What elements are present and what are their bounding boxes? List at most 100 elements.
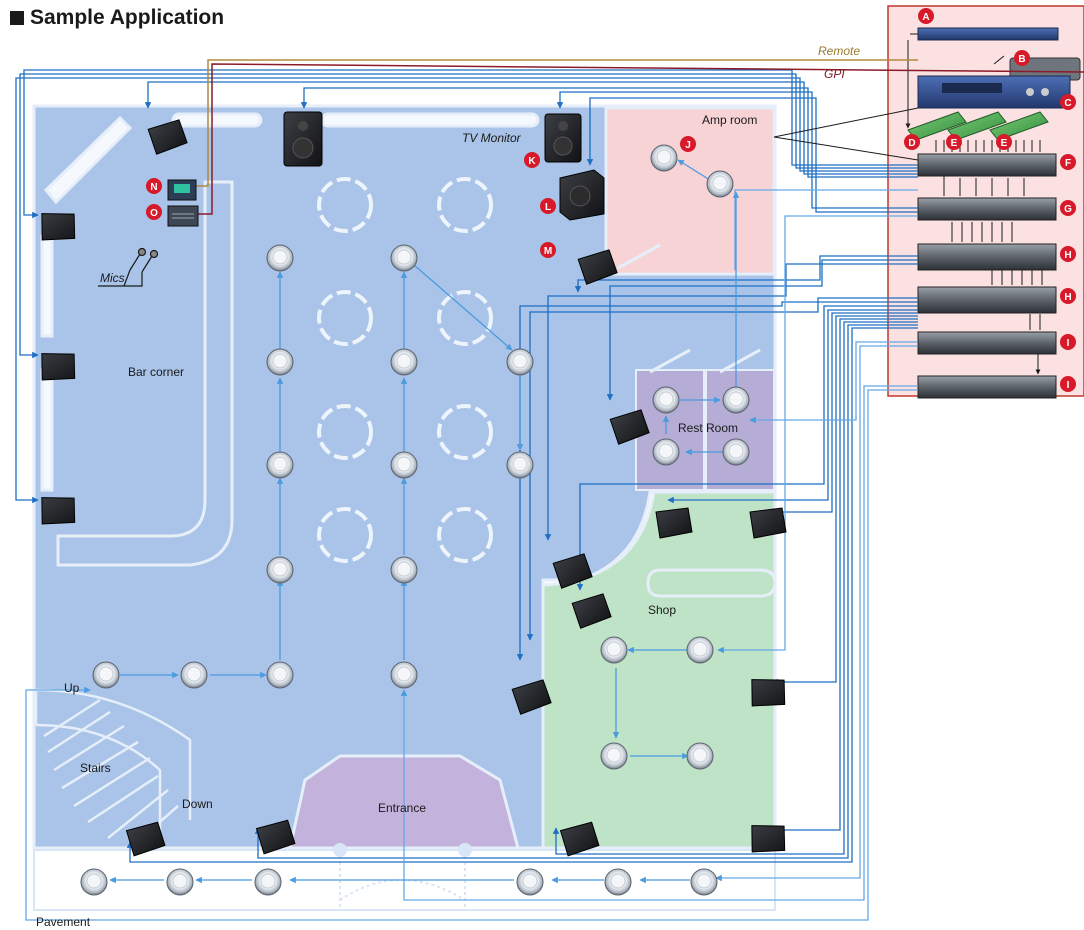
- floor-speaker-k: [544, 113, 582, 163]
- wall-speaker-icon: [655, 507, 693, 539]
- device-i2-amp: [917, 375, 1057, 399]
- marker-i1-label: I: [1067, 338, 1070, 349]
- marker-o: O: [146, 204, 162, 220]
- tables: [317, 177, 493, 563]
- wall-speaker-icon: [751, 679, 786, 707]
- marker-h1-label: H: [1064, 250, 1071, 261]
- ceiling-speaker-icon: [254, 868, 282, 896]
- wall-speaker-icon: [41, 213, 76, 241]
- ceiling-speaker-icon: [506, 451, 534, 479]
- ceiling-speaker-links: [109, 159, 740, 884]
- marker-n: N: [146, 178, 162, 194]
- marker-h2: H: [1060, 288, 1076, 304]
- ceiling-speaker-icon: [166, 868, 194, 896]
- ceiling-speaker-icon: [266, 348, 294, 376]
- device-h2-amp: [917, 286, 1057, 314]
- wall-speaker-icon: [125, 821, 166, 857]
- marker-n-label: N: [150, 182, 157, 193]
- ceiling-speaker-icon: [652, 438, 680, 466]
- marker-l-label: L: [545, 202, 551, 213]
- marker-d: D: [904, 134, 920, 150]
- wall-speaker-icon: [559, 821, 600, 857]
- marker-h1: H: [1060, 246, 1076, 262]
- remote-line: [196, 59, 918, 187]
- ceiling-speaker-icon: [390, 556, 418, 584]
- marker-c: C: [1060, 94, 1076, 110]
- marker-j-label: J: [685, 140, 691, 151]
- remote-controller-n: [167, 179, 197, 201]
- ceiling-speaker-icon: [686, 636, 714, 664]
- device-e2-card: [989, 111, 1049, 141]
- label-bar-corner: Bar corner: [128, 365, 184, 379]
- wall-speaker-icon: [255, 819, 296, 855]
- device-h1-amp: [917, 243, 1057, 271]
- ceiling-speaker-icon: [722, 438, 750, 466]
- marker-g: G: [1060, 200, 1076, 216]
- marker-m-label: M: [544, 246, 552, 257]
- label-gpi: GPI: [824, 67, 845, 81]
- wall-speaker-icon: [147, 119, 188, 155]
- floor-speaker-main: [283, 111, 323, 167]
- ceiling-speaker-icon: [266, 556, 294, 584]
- marker-l: L: [540, 198, 556, 214]
- label-down: Down: [182, 797, 213, 811]
- label-rest-room: Rest Room: [678, 421, 738, 435]
- ceiling-speaker-icon: [390, 348, 418, 376]
- ceiling-speaker-icon: [600, 636, 628, 664]
- title-square-icon: [10, 11, 24, 25]
- wall-speaker-icon: [751, 825, 786, 853]
- ceiling-speaker-icon: [80, 868, 108, 896]
- wall-speaker-icon: [749, 507, 787, 539]
- marker-d-label: D: [908, 138, 915, 149]
- label-up: Up: [64, 681, 80, 695]
- marker-k: K: [524, 152, 540, 168]
- label-stairs: Stairs: [80, 761, 111, 775]
- ceiling-speaker-icon: [92, 661, 120, 689]
- subwoofer-l: [559, 169, 605, 221]
- ceiling-speaker-icon: [266, 661, 294, 689]
- marker-i2-label: I: [1067, 380, 1070, 391]
- wall-speaker-icon: [41, 497, 76, 525]
- mics-icon: [98, 247, 159, 287]
- marker-e1-label: E: [951, 138, 958, 149]
- marker-g-label: G: [1064, 204, 1072, 215]
- ceiling-speaker-icon: [604, 868, 632, 896]
- equipment-rack-panel: [887, 5, 1084, 399]
- marker-o-label: O: [150, 208, 158, 219]
- marker-f-label: F: [1065, 158, 1071, 169]
- marker-e2-label: E: [1001, 138, 1008, 149]
- marker-j: J: [680, 136, 696, 152]
- ceiling-speakers: [80, 144, 750, 896]
- ceiling-speaker-icon: [652, 386, 680, 414]
- ceiling-speaker-icon: [266, 244, 294, 272]
- ceiling-speaker-icon: [650, 144, 678, 172]
- label-pavement: Pavement: [36, 915, 91, 929]
- amp-room-pointer: [773, 107, 919, 161]
- label-entrance: Entrance: [378, 801, 426, 815]
- marker-c-label: C: [1064, 98, 1071, 109]
- wall-speaker-icon: [571, 593, 612, 629]
- device-a-processor: [917, 27, 1059, 41]
- marker-b: B: [1014, 50, 1030, 66]
- wall-speaker-icon: [552, 553, 593, 589]
- gpi-line: [196, 63, 1084, 215]
- label-amp-room: Amp room: [702, 113, 757, 127]
- ceiling-speaker-icon: [600, 742, 628, 770]
- ceiling-speaker-icon: [390, 661, 418, 689]
- gpi-panel-o: [167, 205, 199, 227]
- device-f-amp: [917, 153, 1057, 177]
- ceiling-speaker-icon: [686, 742, 714, 770]
- wall-speaker-icon: [511, 679, 552, 715]
- marker-a-label: A: [922, 12, 929, 23]
- label-shop: Shop: [648, 603, 676, 617]
- device-markers: A B C D E E F G H H I I J K L M N O: [146, 8, 1076, 392]
- marker-h2-label: H: [1064, 292, 1071, 303]
- marker-i1: I: [1060, 334, 1076, 350]
- box-speakers: [41, 119, 787, 857]
- page-title: Sample Application: [10, 6, 224, 30]
- ceiling-speaker-icon: [390, 451, 418, 479]
- marker-m: M: [540, 242, 556, 258]
- marker-i2: I: [1060, 376, 1076, 392]
- amp-room-area: [604, 106, 776, 276]
